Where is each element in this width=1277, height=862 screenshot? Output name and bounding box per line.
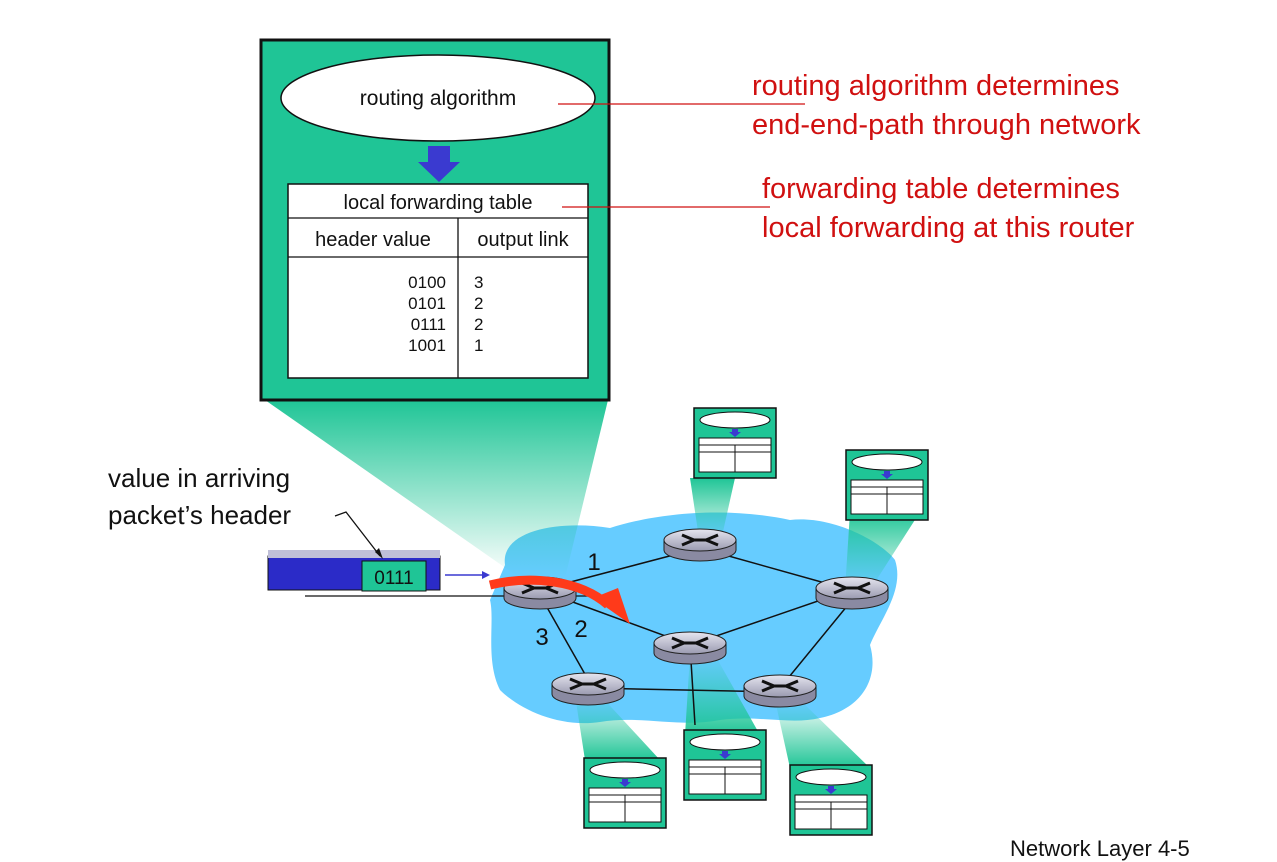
- beam-top: [690, 478, 735, 545]
- arrow-down-icon: [418, 146, 460, 182]
- router-icon: [653, 631, 727, 665]
- mini-router-box: [683, 729, 767, 801]
- col-header-value: header value: [315, 229, 431, 251]
- packet-caption-line2: packet’s header: [108, 500, 292, 530]
- router-detail-box: routing algorithm local forwarding table…: [259, 38, 611, 402]
- routing-annotation-line1: routing algorithm determines: [752, 70, 1120, 102]
- beam-bottom-right: [775, 700, 870, 768]
- table-title: local forwarding table: [344, 192, 533, 214]
- table-row-value: 0111: [411, 315, 446, 334]
- packet-caption-line1: value in arriving: [108, 463, 291, 493]
- router-icon: [663, 528, 737, 562]
- packet-arrowhead: [482, 571, 490, 579]
- beam-bottom-left: [575, 695, 660, 760]
- mini-router-box: [845, 449, 929, 521]
- network-cloud: [490, 512, 898, 724]
- mini-router-box: [693, 407, 777, 479]
- table-row-value: 0101: [408, 294, 446, 313]
- router-icon: [743, 674, 817, 708]
- footer-label: Network Layer 4-5: [1010, 836, 1190, 861]
- router-icon: [815, 576, 889, 610]
- packet-header-value: 0111: [374, 568, 413, 589]
- col-output-link: output link: [477, 229, 569, 251]
- mini-router-box: [583, 757, 667, 829]
- forwarding-table: [287, 183, 589, 379]
- table-row-link: 2: [474, 315, 483, 334]
- forwarding-annotation-line2: local forwarding at this router: [762, 212, 1135, 244]
- table-row-value: 0100: [408, 273, 446, 292]
- forwarding-arrowhead: [593, 588, 630, 624]
- table-row-link: 2: [474, 294, 483, 313]
- arriving-packet: 0111: [267, 550, 441, 592]
- beam-right: [845, 512, 920, 590]
- router-icon: [551, 672, 625, 706]
- routing-algorithm-label: routing algorithm: [360, 87, 516, 110]
- routing-algorithm-ellipse: [280, 54, 596, 142]
- table-row-value: 1001: [408, 336, 446, 355]
- mini-router-box: [789, 764, 873, 836]
- routing-annotation-line2: end-end-path through network: [752, 109, 1141, 141]
- link-2-label: 2: [574, 616, 587, 643]
- link-1-label: 1: [587, 549, 600, 576]
- forwarding-annotation-line1: forwarding table determines: [762, 173, 1120, 205]
- beam-bottom-mid: [685, 655, 760, 735]
- packet-header-field: [361, 560, 427, 592]
- table-row-link: 1: [474, 336, 483, 355]
- caption-pointer: [334, 511, 381, 557]
- table-row-link: 3: [474, 273, 483, 292]
- link-3-label: 3: [535, 624, 548, 651]
- main-router-beam: [265, 400, 608, 578]
